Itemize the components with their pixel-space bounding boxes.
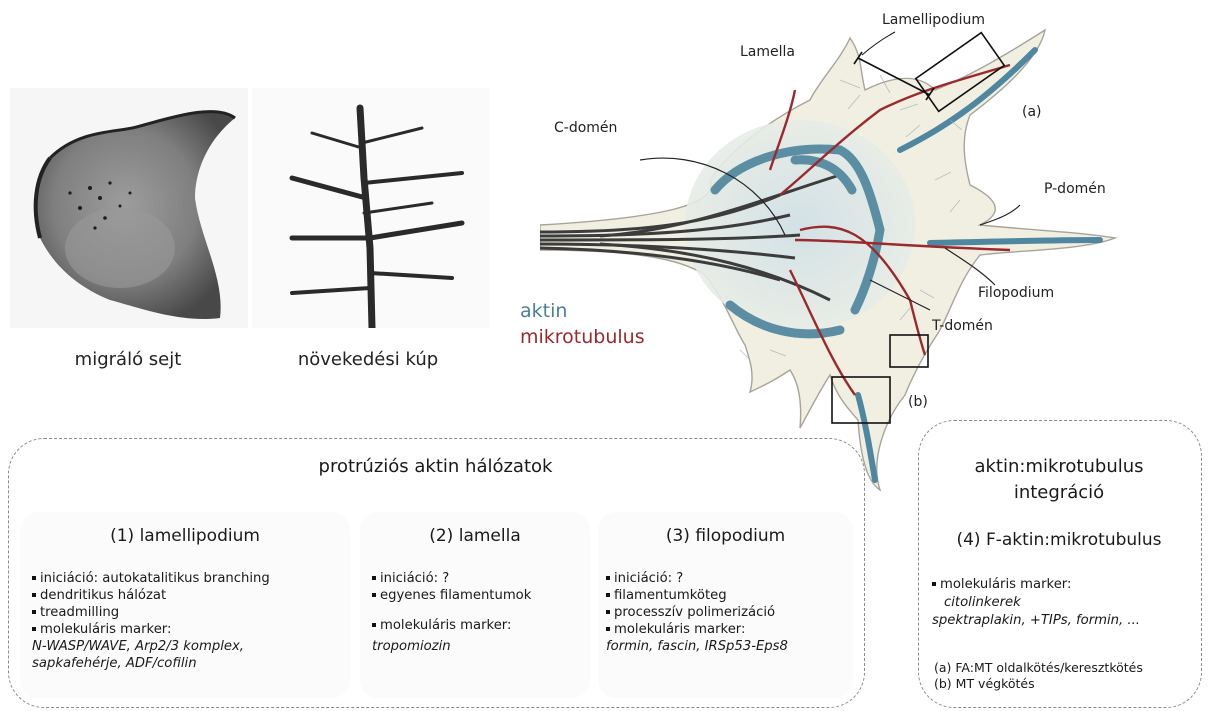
label-filopodium: Filopodium — [978, 285, 1054, 301]
lamellipodium-bullets: iniciáció: autokatalitikus branching den… — [32, 570, 270, 638]
lamella-card: (2) lamella iniciáció: ? egyenes filamen… — [360, 512, 590, 698]
label-box-a: (a) — [1022, 104, 1042, 120]
list-item: egyenes filamentumok — [372, 587, 531, 604]
integration-title-line1: aktin:mikrotubulus — [918, 456, 1200, 477]
list-item: iniciáció: ? — [372, 570, 531, 587]
integration-number: (4) — [956, 530, 980, 550]
integration-title-line2: integráció — [918, 482, 1200, 503]
integration-note-a: (a) FA:MT oldalkötés/keresztkötés — [934, 660, 1143, 676]
filopodium-markers-line1: formin, fascin, IRSp53-Eps8 — [606, 638, 788, 655]
lamellipodium-markers-line1: N-WASP/WAVE, Arp2/3 komplex, — [32, 638, 244, 655]
list-item: dendritikus hálózat — [32, 587, 270, 604]
lamellipodium-markers-line2: sapkafehérje, ADF/cofilin — [32, 655, 197, 672]
label-lamellipodium: Lamellipodium — [882, 12, 985, 28]
filopodium-card-title: (3) filopodium — [598, 526, 853, 546]
integration-subtitle: (4) F-aktin:mikrotubulus — [918, 530, 1200, 550]
migrating-cell-caption: migráló sejt — [28, 349, 228, 370]
integration-markers-line1: citolinkerek — [944, 594, 1021, 611]
list-item: molekuláris marker: — [32, 621, 270, 638]
growth-cone-caption: növekedési kúp — [268, 349, 468, 370]
growth-cone-image — [252, 88, 490, 328]
lamella-markers-line1: tropomiozin — [372, 638, 451, 655]
migrating-cell-image — [10, 88, 248, 328]
filopodium-name: filopodium — [695, 526, 785, 546]
integration-markers-line2: spektraplakin, +TIPs, formin, ... — [932, 612, 1140, 629]
protrusion-panel-title: protrúziós aktin hálózatok — [8, 456, 863, 477]
legend-mikrotubulus: mikrotubulus — [520, 326, 645, 348]
filopodium-card: (3) filopodium iniciáció: ? filamentumkö… — [598, 512, 853, 698]
filopodium-number: (3) — [666, 526, 690, 546]
list-item: iniciáció: autokatalitikus branching — [32, 570, 270, 587]
lamella-card-title: (2) lamella — [360, 526, 590, 546]
lamella-number: (2) — [429, 526, 453, 546]
list-item: molekuláris marker: — [606, 621, 775, 638]
list-item: molekuláris marker: — [932, 576, 1071, 593]
lamella-bullets: iniciáció: ? egyenes filamentumok moleku… — [372, 570, 531, 634]
label-box-b: (b) — [908, 394, 928, 410]
label-p-domain: P-domén — [1044, 181, 1106, 197]
list-item: treadmilling — [32, 604, 270, 621]
label-lamella: Lamella — [740, 44, 795, 60]
lamellipodium-card: (1) lamellipodium iniciáció: autokatalit… — [20, 512, 350, 698]
label-t-domain: T-domén — [932, 318, 993, 334]
list-item: molekuláris marker: — [372, 617, 531, 634]
lamellipodium-card-title: (1) lamellipodium — [20, 526, 350, 546]
integration-name: F-aktin:mikrotubulus — [986, 530, 1162, 550]
lamella-name: lamella — [459, 526, 521, 546]
list-item: iniciáció: ? — [606, 570, 775, 587]
legend-aktin: aktin — [520, 300, 567, 322]
list-item: filamentumköteg — [606, 587, 775, 604]
label-c-domain: C-domén — [554, 120, 617, 136]
integration-note-b: (b) MT végkötés — [934, 676, 1035, 692]
list-item: processzív polimerizáció — [606, 604, 775, 621]
lamellipodium-number: (1) — [110, 526, 134, 546]
lamellipodium-name: lamellipodium — [140, 526, 260, 546]
integration-bullets: molekuláris marker: — [932, 576, 1071, 593]
filopodium-bullets: iniciáció: ? filamentumköteg processzív … — [606, 570, 775, 638]
